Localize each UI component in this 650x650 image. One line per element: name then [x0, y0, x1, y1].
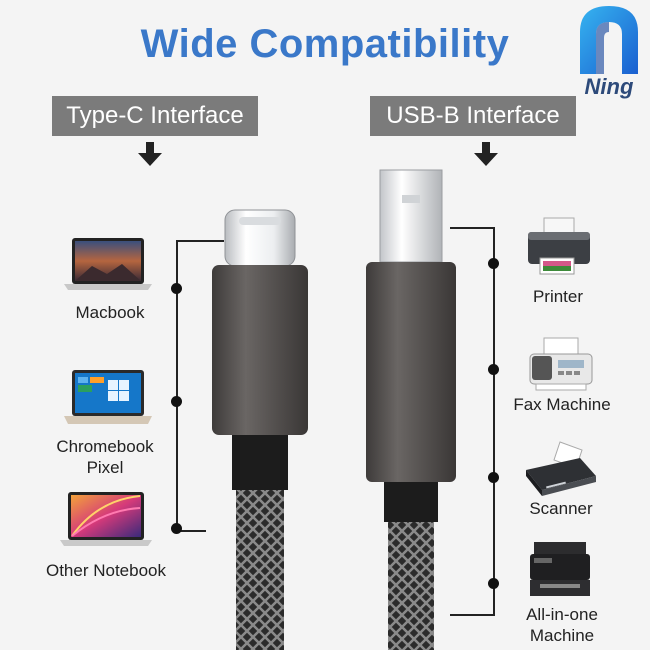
- fax-machine-icon: [529, 337, 593, 391]
- device-label: Scanner: [529, 499, 593, 518]
- right-bracket-top: [450, 227, 495, 229]
- device-label: Fax Machine: [513, 395, 611, 414]
- printer-icon: [528, 217, 590, 275]
- connector-dot: [488, 472, 499, 483]
- left-bracket-top: [176, 240, 224, 242]
- left-bracket-line: [176, 240, 178, 530]
- page-title: Wide Compatibility: [140, 22, 510, 66]
- device-label: All-in-one Machine: [526, 605, 598, 645]
- macbook-icon: [64, 238, 152, 290]
- device-label: Macbook: [75, 303, 145, 322]
- all-in-one-machine-icon: [530, 542, 590, 596]
- chromebook-laptop-icon: [64, 370, 152, 424]
- connector-dot: [488, 258, 499, 269]
- right-bracket-line: [493, 227, 495, 615]
- down-arrow-icon: [138, 142, 162, 166]
- type-c-header: Type-C Interface: [52, 96, 258, 136]
- ning-logo-icon: [580, 6, 638, 74]
- usb-b-cable: [366, 169, 456, 650]
- down-arrow-icon: [474, 142, 498, 166]
- usb-b-header: USB-B Interface: [370, 96, 576, 136]
- type-c-cable: [212, 209, 308, 650]
- scanner-icon: [526, 441, 596, 496]
- connector-dot: [488, 578, 499, 589]
- brand-name: Ning: [584, 74, 634, 99]
- device-label: Chromebook Pixel: [56, 437, 154, 477]
- connector-dot: [171, 283, 182, 294]
- connector-dot: [171, 523, 182, 534]
- right-bracket-bottom: [450, 614, 495, 616]
- notebook-laptop-icon: [60, 492, 152, 546]
- device-label: Other Notebook: [45, 561, 166, 580]
- connector-dot: [171, 396, 182, 407]
- connector-dot: [488, 364, 499, 375]
- device-label: Printer: [532, 287, 584, 306]
- brand-logo: [576, 2, 642, 102]
- left-bracket-bottom: [176, 530, 206, 532]
